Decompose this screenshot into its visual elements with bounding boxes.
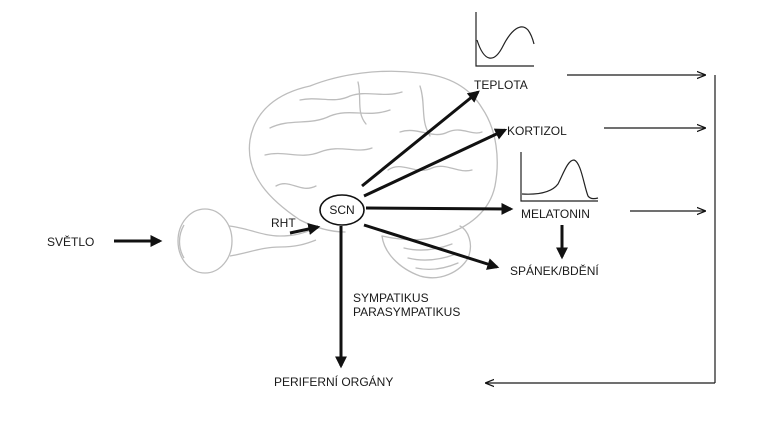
rht-arrow	[289, 223, 321, 235]
peripheral-organs-label: PERIFERNÍ ORGÁNY	[274, 374, 393, 389]
light-label: SVĚTLO	[47, 234, 94, 249]
sympathetic-label: SYMPATIKUS	[353, 291, 429, 305]
scn-node	[319, 194, 365, 226]
eye-illustration	[177, 208, 319, 274]
temperature-arrow	[361, 90, 480, 188]
cortisol-label: KORTIZOL	[507, 124, 567, 138]
temperature-label: TEPLOTA	[474, 78, 528, 92]
cortisol-arrow	[363, 128, 508, 198]
scn-label: SCN	[329, 203, 354, 217]
feedback-loop	[486, 75, 716, 383]
rht-label: RHT	[271, 216, 296, 230]
parasympathetic-label: PARASYMPATIKUS	[353, 305, 460, 319]
brain-illustration	[248, 70, 498, 279]
input-arrows	[114, 223, 321, 247]
sleep-wake-label: SPÁNEK/BDĚNÍ	[510, 263, 599, 278]
scn-output-arrows	[335, 90, 568, 369]
melatonin-arrow	[365, 202, 514, 215]
sleep-wake-arrow	[363, 223, 500, 270]
temperature-curve-icon	[475, 12, 535, 67]
melatonin-label: MELATONIN	[521, 207, 590, 221]
melatonin-curve-icon	[520, 152, 599, 202]
